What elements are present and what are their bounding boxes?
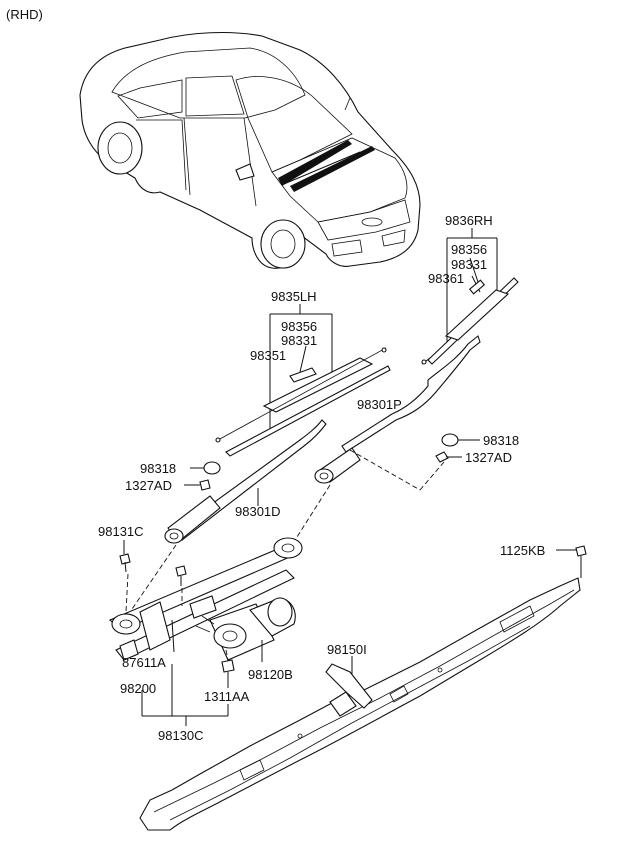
rh-blade-assembly bbox=[289, 228, 519, 549]
label-98331-rh: 98331 bbox=[451, 257, 488, 272]
label-98130C: 98130C bbox=[158, 728, 204, 743]
label-98200: 98200 bbox=[120, 681, 157, 696]
label-9836RH: 9836RH bbox=[445, 213, 493, 228]
wiper-motor bbox=[195, 597, 296, 688]
label-98131C: 98131C bbox=[98, 524, 144, 539]
label-98318-right: 98318 bbox=[483, 433, 520, 448]
label-9835LH: 9835LH bbox=[271, 289, 317, 304]
label-98356-lh: 98356 bbox=[281, 319, 318, 334]
label-1327AD-right: 1327AD bbox=[465, 450, 512, 465]
car-illustration bbox=[79, 31, 421, 269]
label-87611A: 87611A bbox=[122, 655, 166, 670]
label-98120B: 98120B bbox=[248, 667, 293, 682]
label-98301D: 98301D bbox=[235, 504, 281, 519]
label-98301P: 98301P bbox=[357, 397, 402, 412]
label-1311AA: 1311AA bbox=[204, 689, 250, 704]
label-98361: 98361 bbox=[428, 271, 465, 286]
label-98318-left: 98318 bbox=[140, 461, 177, 476]
label-1327AD-left: 1327AD bbox=[125, 478, 172, 493]
variant-note: (RHD) bbox=[6, 7, 43, 22]
label-98351: 98351 bbox=[250, 348, 287, 363]
lh-blade-assembly bbox=[129, 304, 391, 613]
label-1125KB: 1125KB bbox=[500, 543, 546, 558]
label-98150I: 98150I bbox=[327, 642, 367, 657]
label-98356-rh: 98356 bbox=[451, 242, 488, 257]
cowl-bracket bbox=[139, 545, 587, 831]
assembly-bracket-98130C bbox=[141, 664, 229, 726]
wiper-linkage bbox=[108, 537, 303, 661]
label-98331-lh: 98331 bbox=[281, 333, 318, 348]
